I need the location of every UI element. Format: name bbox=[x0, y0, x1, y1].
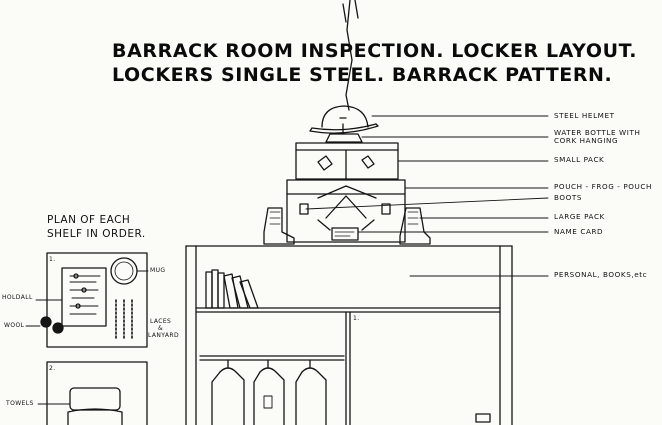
shelf-plan-heading-1: PLAN OF EACH bbox=[47, 214, 131, 226]
label-water-bottle: WATER BOTTLE WITH bbox=[554, 128, 641, 137]
wool-ball-2 bbox=[52, 322, 64, 334]
locker-compartment-1-number: 1. bbox=[353, 315, 360, 322]
hanging-string bbox=[342, 0, 359, 111]
label-laces: LACES bbox=[150, 318, 172, 325]
hanging-garments-drawing bbox=[211, 367, 327, 425]
label-towels: TOWELS bbox=[6, 400, 34, 407]
panel-1-number: 1. bbox=[49, 256, 56, 263]
label-holdall: HOLDALL bbox=[2, 294, 33, 301]
label-large-pack: LARGE PACK bbox=[554, 212, 605, 221]
locker-cabinet-drawing bbox=[185, 245, 513, 425]
large-pack-drawing bbox=[286, 179, 406, 243]
shelf-plan-heading-2: SHELF IN ORDER. bbox=[47, 228, 146, 240]
callout-leaders bbox=[305, 115, 549, 277]
water-bottle-drawing bbox=[325, 123, 363, 143]
boots-drawing bbox=[263, 207, 431, 245]
label-wool: WOOL bbox=[4, 322, 25, 329]
label-small-pack: SMALL PACK bbox=[554, 155, 605, 164]
label-lanyard: LANYARD bbox=[148, 332, 179, 339]
label-personal-books: PERSONAL, BOOKS,etc bbox=[554, 270, 648, 279]
label-laces-amp: & bbox=[158, 325, 164, 332]
name-card-drawing bbox=[331, 227, 359, 241]
shelf-plan-panel-1 bbox=[25, 252, 149, 348]
books-drawing bbox=[205, 269, 259, 309]
shelf-plan-panel-2 bbox=[37, 361, 148, 425]
label-pouch-frog-pouch: POUCH - FROG - POUCH bbox=[554, 182, 653, 191]
label-water-bottle-cork: CORK HANGING bbox=[554, 136, 619, 145]
label-steel-helmet: STEEL HELMET bbox=[554, 111, 615, 120]
diagram-title-line-1: BARRACK ROOM INSPECTION. LOCKER LAYOUT. bbox=[112, 40, 638, 62]
small-pack-drawing bbox=[295, 142, 399, 180]
wool-ball-1 bbox=[40, 316, 52, 328]
locker-small-item bbox=[475, 413, 491, 423]
panel-2-number: 2. bbox=[49, 365, 56, 372]
label-name-card: NAME CARD bbox=[554, 227, 604, 236]
diagram-title-line-2: LOCKERS SINGLE STEEL. BARRACK PATTERN. bbox=[112, 64, 613, 86]
label-mug: MUG bbox=[150, 267, 166, 274]
label-boots: BOOTS bbox=[554, 193, 583, 202]
steel-helmet-drawing bbox=[309, 105, 379, 134]
